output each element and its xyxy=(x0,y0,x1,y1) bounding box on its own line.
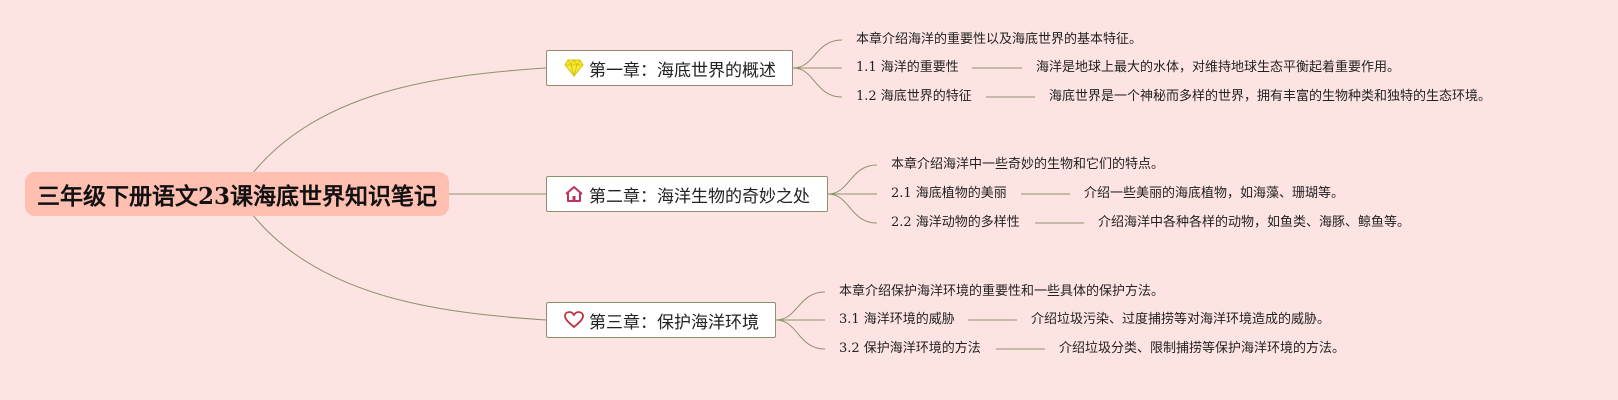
chapter-2-to-intro-line xyxy=(827,164,878,195)
gem-icon xyxy=(563,57,585,79)
section-2-1-title[interactable]: 2.1 海底植物的美丽 xyxy=(891,186,1007,201)
section-3-1-title[interactable]: 3.1 海洋环境的威胁 xyxy=(839,312,955,327)
root-to-chapter-1-line xyxy=(251,67,547,175)
section-3-2-title[interactable]: 3.2 保护海洋环境的方法 xyxy=(839,341,981,356)
chapter-2-title: 第二章：海洋生物的奇妙之处 xyxy=(589,186,810,207)
root-topic[interactable]: 三年级下册语文23课海底世界知识笔记 xyxy=(25,172,449,216)
chapter-1-node[interactable]: 第一章：海底世界的概述 xyxy=(546,50,793,86)
chapter-2-node[interactable]: 第二章：海洋生物的奇妙之处 xyxy=(546,176,828,212)
house-icon xyxy=(563,183,585,205)
chapter-2-intro[interactable]: 本章介绍海洋中一些奇妙的生物和它们的特点。 xyxy=(891,157,1165,172)
section-2-2-title[interactable]: 2.2 海洋动物的多样性 xyxy=(891,215,1020,230)
section-1-1-detail[interactable]: 海洋是地球上最大的水体，对维持地球生态平衡起着重要作用。 xyxy=(1036,60,1401,75)
section-3-2-detail[interactable]: 介绍垃圾分类、限制捕捞等保护海洋环境的方法。 xyxy=(1059,341,1346,356)
chapter-3-title: 第三章：保护海洋环境 xyxy=(589,312,759,333)
chapter-2-to-section-2-line xyxy=(827,193,878,224)
chapter-3-to-intro-line xyxy=(775,291,826,321)
heart-icon xyxy=(563,309,585,331)
section-2-1-detail[interactable]: 介绍一些美丽的海底植物，如海藻、珊瑚等。 xyxy=(1084,186,1345,201)
section-1-2-detail[interactable]: 海底世界是一个神秘而多样的世界，拥有丰富的生物种类和独特的生态环境。 xyxy=(1049,89,1492,104)
chapter-3-intro[interactable]: 本章介绍保护海洋环境的重要性和一些具体的保护方法。 xyxy=(839,284,1165,299)
root-to-chapter-3-line xyxy=(251,213,547,321)
chapter-1-to-intro-line xyxy=(792,39,843,69)
chapter-3-to-section-2-line xyxy=(775,319,826,350)
chapter-1-intro[interactable]: 本章介绍海洋的重要性以及海底世界的基本特征。 xyxy=(856,32,1143,47)
chapter-3-node[interactable]: 第三章：保护海洋环境 xyxy=(546,302,776,338)
section-1-1-title[interactable]: 1.1 海洋的重要性 xyxy=(856,60,959,75)
section-1-2-title[interactable]: 1.2 海底世界的特征 xyxy=(856,89,972,104)
chapter-1-title: 第一章：海底世界的概述 xyxy=(589,60,776,81)
section-2-2-detail[interactable]: 介绍海洋中各种各样的动物，如鱼类、海豚、鲸鱼等。 xyxy=(1098,215,1411,230)
root-title: 三年级下册语文23课海底世界知识笔记 xyxy=(36,183,437,210)
section-3-1-detail[interactable]: 介绍垃圾污染、过度捕捞等对海洋环境造成的威胁。 xyxy=(1031,312,1331,327)
chapter-1-to-section-2-line xyxy=(792,67,843,98)
